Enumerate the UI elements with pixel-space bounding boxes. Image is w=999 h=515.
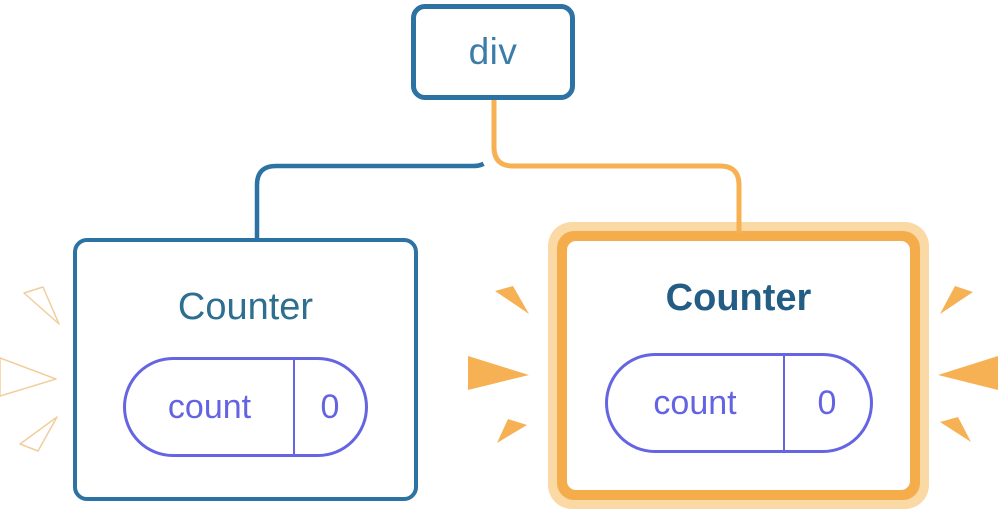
spark-icon: [0, 357, 57, 397]
counter-card-left: Counter count 0: [73, 238, 418, 501]
spark-icon: [23, 286, 60, 325]
counter-card-right-highlighted: Counter count 0: [548, 222, 929, 509]
counter-title-right: Counter: [665, 277, 812, 319]
spark-icon: [495, 286, 529, 314]
state-key-label: count: [653, 383, 737, 422]
tree-edge-left-blue: [254, 100, 495, 240]
root-node-label: div: [468, 31, 518, 72]
burst-sparks-left-white: [0, 286, 60, 452]
highlight-border: Counter count 0: [557, 231, 920, 500]
state-value: 0: [320, 387, 340, 426]
spark-icon: [19, 416, 58, 452]
spark-icon: [497, 419, 527, 443]
state-pill-left: count 0: [123, 357, 368, 457]
counter-title-left: Counter: [177, 286, 314, 328]
counter-card-right-inner: Counter count 0: [567, 241, 910, 490]
spark-icon: [940, 417, 971, 442]
state-pill-right: count 0: [604, 353, 873, 453]
spark-icon: [468, 356, 529, 390]
state-value-cell: 0: [785, 356, 870, 450]
state-value: 0: [817, 383, 837, 422]
state-value-cell: 0: [295, 360, 365, 454]
spark-icon: [940, 286, 973, 314]
tree-edge-right-casing: [480, 100, 753, 221]
state-key-label: count: [167, 387, 252, 426]
state-key-cell: count: [126, 360, 295, 454]
root-node-div: div: [411, 4, 575, 100]
state-key-cell: count: [608, 356, 785, 450]
tree-edge-right-orange: [491, 100, 742, 233]
spark-icon: [938, 356, 998, 390]
